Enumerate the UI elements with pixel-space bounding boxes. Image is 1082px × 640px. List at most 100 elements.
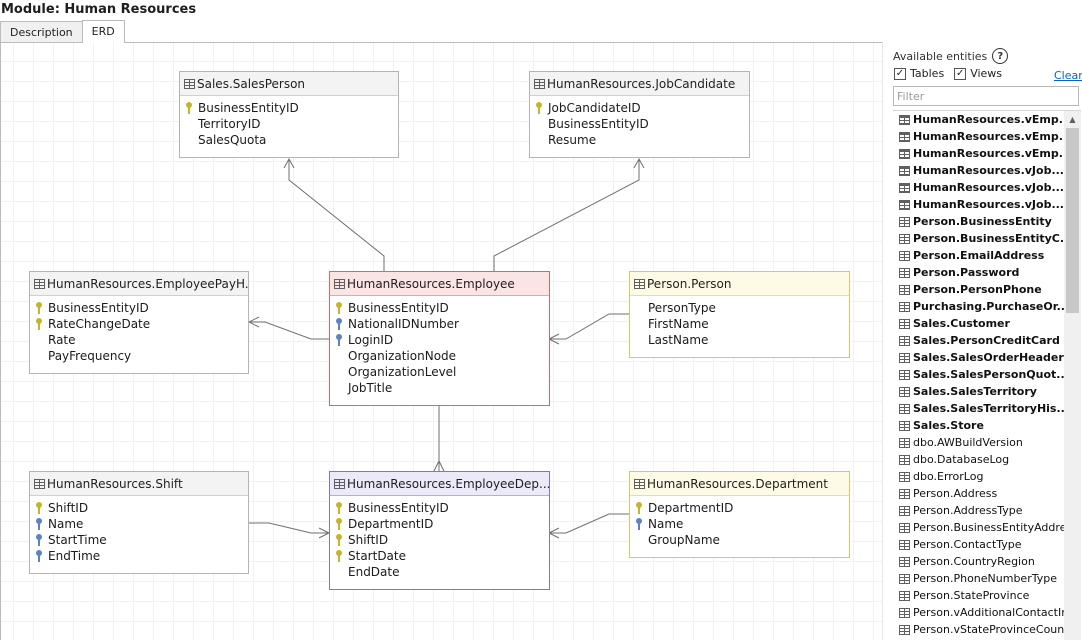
entity-list-item[interactable]: Person.BusinessEntity bbox=[893, 213, 1065, 230]
filter-input[interactable] bbox=[893, 86, 1079, 106]
entity-list-item[interactable]: HumanResources.vEmp... bbox=[893, 145, 1065, 162]
field-row[interactable]: NationalIDNumber bbox=[330, 316, 549, 332]
tables-checkbox[interactable]: ✓ bbox=[894, 67, 906, 80]
field-row[interactable]: PayFrequency bbox=[30, 348, 248, 364]
table-icon bbox=[899, 522, 910, 533]
entity-jobcandidate[interactable]: HumanResources.JobCandidate JobCandidate… bbox=[529, 71, 750, 158]
entity-list-item[interactable]: Person.Address bbox=[893, 485, 1065, 502]
entity-list-item[interactable]: Person.AddressType bbox=[893, 502, 1065, 519]
entity-list-item[interactable]: HumanResources.vEmp... bbox=[893, 111, 1065, 128]
field-name: ShiftID bbox=[348, 533, 389, 547]
entity-sales-salesperson[interactable]: Sales.SalesPerson BusinessEntityID Terri… bbox=[179, 71, 399, 158]
field-row[interactable]: RateChangeDate bbox=[30, 316, 248, 332]
field-row[interactable]: DepartmentID bbox=[330, 516, 549, 532]
field-row[interactable]: Resume bbox=[530, 132, 749, 148]
entity-list-item[interactable]: Person.EmailAddress bbox=[893, 247, 1065, 264]
field-row[interactable]: TerritoryID bbox=[180, 116, 398, 132]
views-checkbox[interactable]: ✓ bbox=[954, 67, 967, 80]
entity-employee[interactable]: HumanResources.Employee BusinessEntityID… bbox=[329, 271, 550, 406]
scroll-thumb[interactable] bbox=[1066, 128, 1079, 313]
entity-department[interactable]: HumanResources.Department DepartmentID N… bbox=[629, 471, 850, 558]
entity-list-item-label: Purchasing.PurchaseOr... bbox=[913, 300, 1065, 313]
field-row[interactable]: Rate bbox=[30, 332, 248, 348]
entity-list-item[interactable]: Person.PersonPhone bbox=[893, 281, 1065, 298]
clear-link[interactable]: Clear bbox=[1054, 69, 1082, 82]
primary-key-icon bbox=[336, 302, 342, 314]
table-icon bbox=[899, 539, 910, 550]
entity-list-item[interactable]: Sales.SalesPersonQuot... bbox=[893, 366, 1065, 383]
field-row[interactable]: BusinessEntityID bbox=[330, 500, 549, 516]
field-row[interactable]: ShiftID bbox=[330, 532, 549, 548]
entity-list-item[interactable]: Person.BusinessEntityC... bbox=[893, 230, 1065, 247]
entity-list-item-label: HumanResources.vEmp... bbox=[913, 147, 1065, 160]
entity-list-item-label: Person.ContactType bbox=[913, 538, 1022, 551]
field-row[interactable]: StartDate bbox=[330, 548, 549, 564]
field-row[interactable]: BusinessEntityID bbox=[30, 300, 248, 316]
field-row[interactable]: JobCandidateID bbox=[530, 100, 749, 116]
entity-list-item[interactable]: Person.vAdditionalContactInfo bbox=[893, 604, 1065, 621]
table-icon bbox=[899, 454, 910, 465]
entity-list-item-label: Person.BusinessEntityAddress bbox=[913, 521, 1065, 534]
entity-list-item[interactable]: Sales.SalesTerritoryHis... bbox=[893, 400, 1065, 417]
entity-list-item[interactable]: Sales.PersonCreditCard bbox=[893, 332, 1065, 349]
field-row[interactable]: StartTime bbox=[30, 532, 248, 548]
entity-list-item[interactable]: dbo.DatabaseLog bbox=[893, 451, 1065, 468]
field-row[interactable]: EndDate bbox=[330, 564, 549, 580]
table-icon bbox=[334, 478, 345, 489]
entity-person[interactable]: Person.Person PersonType FirstName LastN… bbox=[629, 271, 850, 358]
table-icon bbox=[899, 505, 910, 516]
entity-shift[interactable]: HumanResources.Shift ShiftID Name StartT… bbox=[29, 471, 249, 574]
entity-list-item-label: Sales.Customer bbox=[913, 317, 1010, 330]
entity-list-item[interactable]: Person.BusinessEntityAddress bbox=[893, 519, 1065, 536]
field-row[interactable]: LoginID bbox=[330, 332, 549, 348]
entity-list-item[interactable]: HumanResources.vJob... bbox=[893, 179, 1065, 196]
entity-employee-pay-history[interactable]: HumanResources.EmployeePayH... BusinessE… bbox=[29, 271, 249, 374]
erd-canvas[interactable]: Sales.SalesPerson BusinessEntityID Terri… bbox=[0, 42, 882, 640]
entity-list-item[interactable]: Sales.Store bbox=[893, 417, 1065, 434]
entity-list-item[interactable]: Person.ContactType bbox=[893, 536, 1065, 553]
field-row[interactable]: DepartmentID bbox=[630, 500, 849, 516]
tab-erd[interactable]: ERD bbox=[81, 20, 125, 43]
field-row[interactable]: SalesQuota bbox=[180, 132, 398, 148]
field-row[interactable]: ShiftID bbox=[30, 500, 248, 516]
field-row[interactable]: FirstName bbox=[630, 316, 849, 332]
entity-list-item-label: HumanResources.vEmp... bbox=[913, 130, 1065, 143]
entity-list-item[interactable]: HumanResources.vEmp... bbox=[893, 128, 1065, 145]
field-row[interactable]: OrganizationLevel bbox=[330, 364, 549, 380]
entity-list-item[interactable]: Sales.SalesOrderHeader bbox=[893, 349, 1065, 366]
entity-list-item[interactable]: Person.vStateProvinceCoun... bbox=[893, 621, 1065, 638]
field-name: LoginID bbox=[348, 333, 394, 347]
entity-list-item[interactable]: Sales.SalesTerritory bbox=[893, 383, 1065, 400]
entity-list-item[interactable]: Person.Password bbox=[893, 264, 1065, 281]
field-row[interactable]: LastName bbox=[630, 332, 849, 348]
entity-list-item[interactable]: dbo.ErrorLog bbox=[893, 468, 1065, 485]
entity-list-item[interactable]: Purchasing.PurchaseOr... bbox=[893, 298, 1065, 315]
help-icon[interactable]: ? bbox=[992, 48, 1009, 64]
field-row[interactable]: PersonType bbox=[630, 300, 849, 316]
field-row[interactable]: BusinessEntityID bbox=[330, 300, 549, 316]
field-row[interactable]: GroupName bbox=[630, 532, 849, 548]
field-row[interactable]: BusinessEntityID bbox=[180, 100, 398, 116]
entity-employee-department-history[interactable]: HumanResources.EmployeeDep... BusinessEn… bbox=[329, 471, 550, 590]
entity-list-item[interactable]: HumanResources.vJob... bbox=[893, 196, 1065, 213]
entity-list-item[interactable]: Person.CountryRegion bbox=[893, 553, 1065, 570]
entity-list-item[interactable]: Sales.Customer bbox=[893, 315, 1065, 332]
field-row[interactable]: JobTitle bbox=[330, 380, 549, 396]
entity-list-item[interactable]: Person.PhoneNumberType bbox=[893, 570, 1065, 587]
table-icon bbox=[634, 278, 645, 289]
field-row[interactable]: EndTime bbox=[30, 548, 248, 564]
primary-key-icon bbox=[336, 518, 342, 530]
entity-list-item[interactable]: HumanResources.vJob... bbox=[893, 162, 1065, 179]
field-row[interactable]: OrganizationNode bbox=[330, 348, 549, 364]
entity-list-item-label: HumanResources.vEmp... bbox=[913, 113, 1065, 126]
field-row[interactable]: BusinessEntityID bbox=[530, 116, 749, 132]
table-icon bbox=[899, 488, 910, 499]
entity-title: HumanResources.Department bbox=[647, 476, 828, 491]
entity-list-item[interactable]: dbo.AWBuildVersion bbox=[893, 434, 1065, 451]
entity-list-scrollbar[interactable]: ▲ bbox=[1064, 111, 1081, 640]
scroll-up-icon[interactable]: ▲ bbox=[1069, 114, 1076, 124]
entity-list-item[interactable]: Person.StateProvince bbox=[893, 587, 1065, 604]
field-row[interactable]: Name bbox=[30, 516, 248, 532]
field-row[interactable]: Name bbox=[630, 516, 849, 532]
tab-description[interactable]: Description bbox=[0, 21, 83, 43]
